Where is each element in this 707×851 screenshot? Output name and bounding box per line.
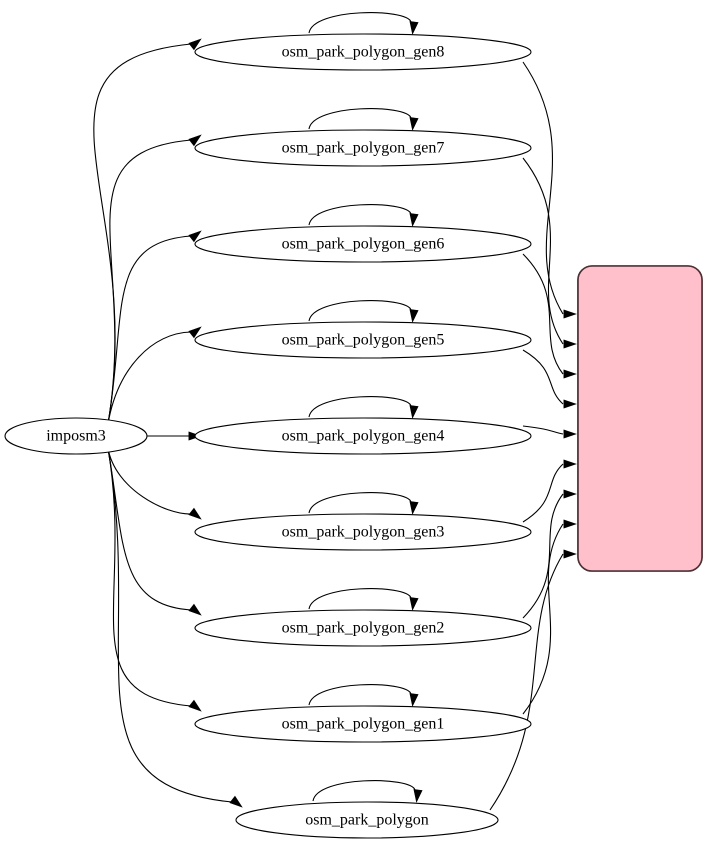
node-osm_park_polygon_gen7[interactable]: osm_park_polygon_gen7: [194, 129, 532, 167]
node-shape: [4, 417, 148, 455]
node-label: osm_park_polygon_gen2: [282, 620, 445, 637]
edge-imposm3-to-osm_park_polygon_gen7: [107, 139, 192, 425]
self-loop-osm_park_polygon: [312, 780, 416, 802]
node-shape: [194, 129, 532, 167]
self-loop-osm_park_polygon_gen5: [308, 300, 412, 322]
node-osm_park_polygon_gen5[interactable]: osm_park_polygon_gen5: [194, 321, 532, 359]
edge-imposm3-to-osm_park_polygon_gen2: [107, 447, 192, 611]
node-osm_park_polygon_gen3[interactable]: osm_park_polygon_gen3: [194, 513, 532, 551]
node-label: osm_park_polygon_gen7: [282, 140, 445, 157]
nodes-layer: imposm3 osm_park_polygon_gen8 osm_park_pol…: [4, 33, 532, 839]
node-shape: [235, 801, 499, 839]
edge-osm_park_polygon_gen7-to-z7: [522, 157, 564, 345]
edge-imposm3-to-osm_park_polygon_gen6: [107, 235, 192, 425]
self-loop-osm_park_polygon_gen6: [308, 204, 412, 226]
node-shape: [194, 609, 532, 647]
edge-osm_park_polygon_gen3-to-z11: [522, 463, 564, 523]
node-shape: [194, 705, 532, 743]
node-label: osm_park_polygon_gen6: [282, 236, 445, 253]
node-label: imposm3: [46, 428, 106, 445]
edge-osm_park_polygon_gen6-to-z8: [522, 253, 564, 375]
node-osm_park_polygon_gen4[interactable]: osm_park_polygon_gen4: [194, 417, 532, 455]
layer-park-table[interactable]: layer_parkz6z7z8z9z10z11z12z13z14+: [577, 265, 703, 572]
node-shape: [194, 225, 532, 263]
layer-park-outline: [577, 265, 703, 572]
node-osm_park_polygon_gen2[interactable]: osm_park_polygon_gen2: [194, 609, 532, 647]
self-loop-osm_park_polygon_gen4: [308, 396, 412, 418]
edge-imposm3-to-osm_park_polygon: [107, 447, 233, 803]
self-loop-osm_park_polygon_gen7: [308, 108, 412, 130]
node-label: osm_park_polygon_gen4: [282, 428, 445, 445]
self-loop-osm_park_polygon_gen8: [308, 12, 412, 34]
edge-osm_park_polygon_gen4-to-z10: [522, 425, 564, 435]
edge-osm_park_polygon_gen5-to-z9: [522, 349, 564, 405]
edge-imposm3-to-osm_park_polygon_gen5: [107, 331, 192, 425]
node-osm_park_polygon_gen1[interactable]: osm_park_polygon_gen1: [194, 705, 532, 743]
self-loop-osm_park_polygon_gen3: [308, 492, 412, 514]
self-loop-osm_park_polygon_gen1: [308, 684, 412, 706]
node-shape: [194, 33, 532, 71]
node-osm_park_polygon_gen6[interactable]: osm_park_polygon_gen6: [194, 225, 532, 263]
self-loop-osm_park_polygon_gen2: [308, 588, 412, 610]
node-label: osm_park_polygon_gen1: [282, 716, 445, 733]
edge-osm_park_polygon-to-z14+: [489, 553, 564, 811]
edge-imposm3-to-osm_park_polygon_gen1: [107, 447, 192, 707]
node-shape: [194, 513, 532, 551]
edge-imposm3-to-osm_park_polygon_gen3: [107, 447, 192, 515]
node-shape: [194, 417, 532, 455]
node-label: osm_park_polygon_gen8: [282, 44, 445, 61]
node-osm_park_polygon[interactable]: osm_park_polygon: [235, 801, 499, 839]
node-imposm3[interactable]: imposm3: [4, 417, 148, 455]
edge-osm_park_polygon_gen8-to-z6: [522, 61, 564, 315]
node-osm_park_polygon_gen8[interactable]: osm_park_polygon_gen8: [194, 33, 532, 71]
node-label: osm_park_polygon: [305, 812, 429, 829]
node-shape: [194, 321, 532, 359]
edge-osm_park_polygon_gen2-to-z12: [522, 493, 564, 619]
edges-layer: [93, 12, 577, 811]
node-label: osm_park_polygon_gen5: [282, 332, 445, 349]
node-label: osm_park_polygon_gen3: [282, 524, 445, 541]
edge-osm_park_polygon_gen1-to-z13: [522, 523, 564, 715]
edge-imposm3-to-osm_park_polygon_gen8: [93, 43, 192, 425]
